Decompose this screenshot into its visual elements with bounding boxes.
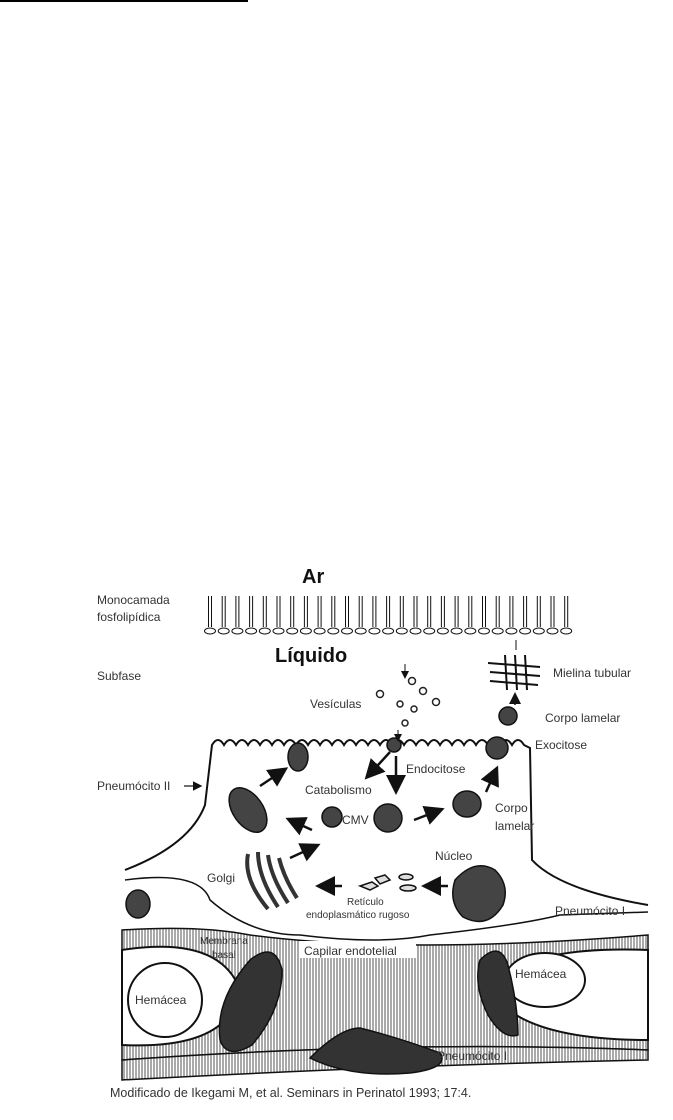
lipid-head bbox=[382, 627, 395, 635]
lipid-head bbox=[395, 627, 408, 635]
red-blood-cells bbox=[121, 945, 649, 1047]
label-lamellar-body-top: Corpo lamelar bbox=[545, 711, 620, 725]
label-rbc-right: Hemácea bbox=[515, 967, 567, 981]
organelles bbox=[125, 706, 518, 923]
label-subphase: Subfase bbox=[97, 669, 141, 683]
label-rer-2: endoplasmático rugoso bbox=[306, 910, 410, 921]
label-basal-membrane-1: Membrana bbox=[200, 936, 248, 947]
lipid-head bbox=[313, 627, 326, 635]
lipid-head bbox=[436, 627, 449, 635]
label-vesicles: Vesículas bbox=[310, 697, 361, 711]
lipid-head bbox=[354, 627, 367, 635]
label-air: Ar bbox=[302, 566, 324, 588]
label-capillary: Capilar endotelial bbox=[304, 944, 397, 958]
label-lamellar-body-1: Corpo bbox=[495, 801, 528, 815]
lipid-head bbox=[368, 627, 381, 635]
lipid-head bbox=[409, 627, 422, 635]
pathway-arrows bbox=[184, 730, 499, 896]
label-tubular-myelin: Mielina tubular bbox=[553, 666, 631, 680]
lipid-head bbox=[258, 627, 271, 635]
label-basal-membrane-2: basal bbox=[212, 950, 236, 961]
lipid-head bbox=[423, 627, 436, 635]
lipid-head bbox=[546, 627, 559, 635]
label-monolayer-2: fosfolipídica bbox=[97, 610, 161, 624]
lipid-head bbox=[327, 627, 340, 635]
label-pneumocyte-i-right: Pneumócito I bbox=[555, 904, 625, 918]
label-liquid: Líquido bbox=[275, 645, 347, 667]
tubular-myelin-icon bbox=[487, 640, 541, 705]
vesicles-icon bbox=[375, 664, 441, 727]
label-monolayer-1: Monocamada bbox=[97, 593, 170, 607]
lipid-head bbox=[341, 627, 353, 635]
label-exocytosis: Exocitose bbox=[535, 738, 587, 752]
label-mvb: CMV bbox=[342, 813, 369, 827]
label-lamellar-body-2: lamelar bbox=[495, 819, 534, 833]
lipid-head bbox=[519, 627, 532, 635]
rer-icon bbox=[357, 873, 417, 892]
lipid-head bbox=[286, 627, 299, 635]
golgi-icon bbox=[245, 851, 299, 911]
lipid-head bbox=[505, 627, 518, 635]
label-catabolism: Catabolismo bbox=[305, 783, 372, 797]
label-rbc-left: Hemácea bbox=[135, 993, 187, 1007]
lipid-head bbox=[491, 627, 504, 635]
lipid-head bbox=[464, 627, 477, 635]
label-golgi: Golgi bbox=[207, 871, 235, 885]
lipid-head bbox=[299, 627, 312, 635]
endothelial-nuclei bbox=[218, 950, 519, 1075]
lipid-head bbox=[450, 627, 463, 635]
label-pneumocyte-ii: Pneumócito II bbox=[97, 779, 170, 793]
pneumocyte-ii-cell bbox=[124, 739, 649, 906]
lipid-head bbox=[204, 627, 216, 635]
figure-caption: Modificado de Ikegami M, et al. Seminars… bbox=[110, 1086, 472, 1100]
phospholipid-monolayer bbox=[204, 596, 573, 635]
lipid-head bbox=[217, 627, 230, 635]
lipid-head bbox=[245, 627, 258, 635]
lipid-head bbox=[478, 627, 490, 635]
lipid-head bbox=[231, 627, 244, 635]
header-rule bbox=[0, 0, 248, 2]
label-nucleus: Núcleo bbox=[435, 849, 473, 863]
label-pneumocyte-i-bottom: Pneumócito I bbox=[437, 1049, 507, 1063]
label-rer-1: Retículo bbox=[347, 897, 384, 908]
label-endocytosis: Endocitose bbox=[406, 762, 466, 776]
lipid-head bbox=[272, 627, 285, 635]
lipid-head bbox=[560, 627, 573, 635]
lipid-head bbox=[532, 627, 545, 635]
